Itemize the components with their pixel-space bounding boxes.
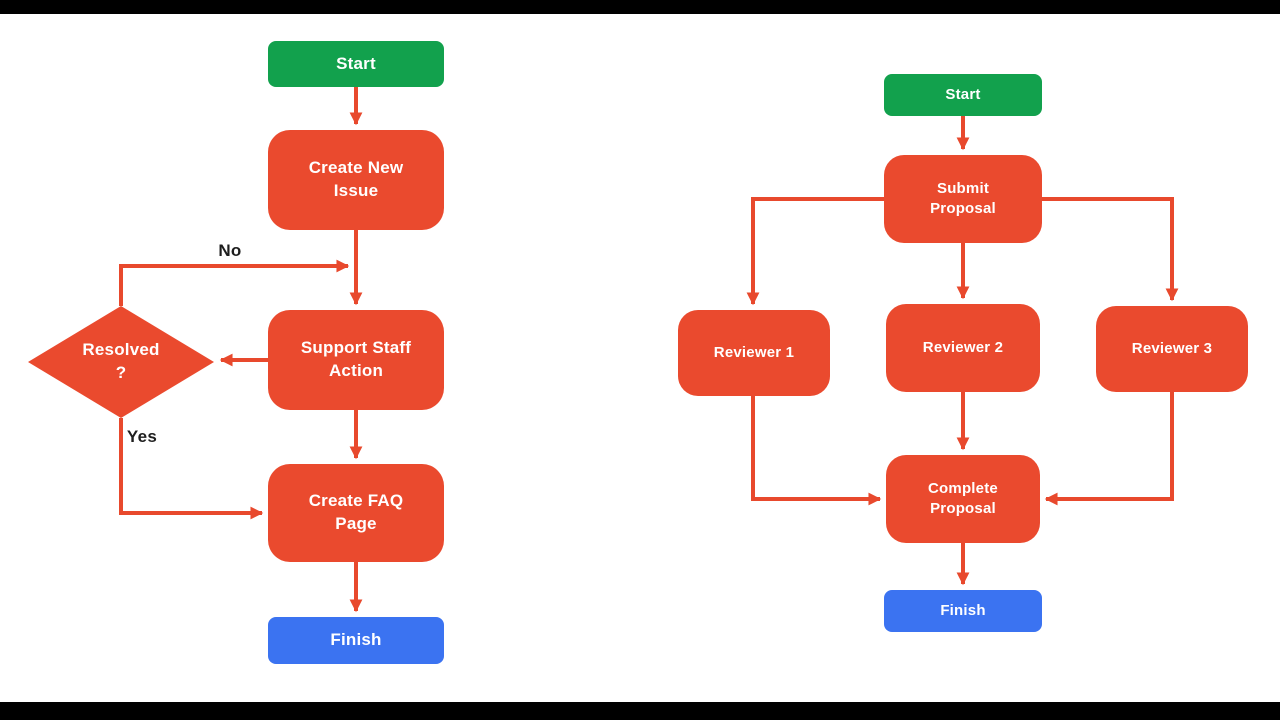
node-reviewer-3: Reviewer 3 [1096,306,1248,392]
node-finish-left: Finish [268,617,444,664]
node-complete-proposal: Complete Proposal [886,455,1040,543]
edge-reviewer3-to-complete [1044,392,1174,506]
node-create-new-issue: Create New Issue [268,130,444,230]
node-create-faq-page: Create FAQ Page [268,464,444,562]
edge-submit-to-reviewer3 [1042,197,1179,302]
node-label: Submit Proposal [930,179,996,217]
node-reviewer-2: Reviewer 2 [886,304,1040,392]
node-label: Reviewer 1 [713,343,795,361]
node-label: Start [945,85,981,103]
node-label: Reviewer 3 [1131,339,1213,357]
node-finish-right: Finish [884,590,1042,632]
node-label: Support Staff Action [300,338,412,380]
node-label-line2: ? [115,363,127,382]
node-submit-proposal: Submit Proposal [884,155,1042,243]
node-label: Reviewer 2 [922,338,1004,356]
node-start-left: Start [268,41,444,87]
node-start-right: Start [884,74,1042,116]
node-label: Resolved [82,340,160,360]
node-support-staff-action: Support Staff Action [268,310,444,410]
node-label: Finish [940,601,986,619]
edge-reviewer1-to-complete [751,396,882,506]
letterbox-top-bar [0,0,1280,14]
node-label: Finish [330,630,382,650]
node-label: Start [336,53,376,73]
edge-label-yes: Yes [126,427,158,446]
node-label: Create FAQ Page [308,491,404,533]
node-label: Create New Issue [308,158,404,200]
letterbox-bottom-bar [0,702,1280,720]
edge-label-no: No [218,241,242,260]
node-label: Complete Proposal [928,479,998,517]
node-resolved-decision: Resolved ? [28,306,214,418]
node-reviewer-1: Reviewer 1 [678,310,830,396]
edge-resolved-no-loop [119,259,350,306]
edge-submit-to-reviewer1 [746,197,884,306]
